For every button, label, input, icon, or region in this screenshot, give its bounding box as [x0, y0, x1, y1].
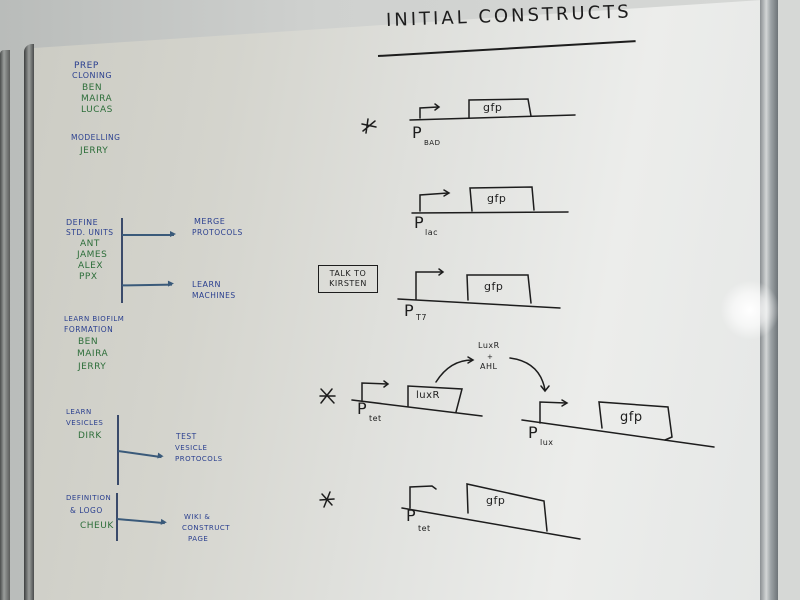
promoter-label: P: [406, 506, 417, 525]
gene-label: luxR: [416, 390, 440, 401]
task-heading: VESICLES: [66, 419, 104, 427]
promoter-label: P: [528, 423, 539, 442]
outcome-label: PROTOCOLS: [175, 455, 223, 463]
promoter-subscript: BAD: [424, 139, 441, 147]
task-heading: LEARN BIOFILM: [64, 315, 125, 323]
task-heading: MODELLING: [71, 133, 121, 142]
task-person: PPX: [79, 272, 98, 282]
promoter-label: P: [412, 123, 423, 142]
task-person: MAIRA: [81, 94, 113, 104]
gene-label: gfp: [486, 494, 506, 507]
star-icon: [319, 388, 336, 404]
adjacent-board-edge: [0, 50, 10, 600]
promoter-subscript: T7: [416, 313, 427, 322]
construct-pbad-gfp: [361, 98, 576, 134]
gene-label: gfp: [487, 192, 507, 205]
construct-pt7-gfp: [397, 268, 561, 309]
task-heading: LEARN: [66, 408, 92, 416]
star-icon: [319, 491, 335, 508]
task-heading: STD. UNITS: [66, 228, 114, 237]
construct-ptet-gfp: [319, 483, 581, 540]
task-person: CHEUK: [80, 521, 114, 531]
outcome-label: PROTOCOLS: [192, 228, 243, 237]
outcome-label: MACHINES: [192, 291, 236, 300]
light-glare: [720, 280, 780, 340]
outcome-label: MERGE: [194, 217, 226, 226]
task-person: ANT: [80, 239, 100, 249]
task-heading: PREP: [74, 61, 99, 71]
task-person: BEN: [78, 337, 99, 347]
outcome-label: PAGE: [188, 535, 209, 543]
construct-ptet-luxr-plux-gfp: [319, 356, 715, 448]
task-person: JAMES: [77, 250, 108, 260]
arrow: [122, 231, 176, 237]
promoter-subscript: lux: [540, 438, 554, 447]
task-heading: DEFINITION: [66, 494, 112, 502]
signal-label: AHL: [480, 362, 498, 371]
task-heading: & LOGO: [70, 506, 103, 515]
signal-label: +: [487, 353, 494, 361]
outcome-label: WIKI &: [184, 513, 211, 521]
construct-plac-gfp: [411, 186, 569, 214]
note-line: TALK TO: [329, 269, 367, 278]
task-heading: CLONING: [72, 71, 113, 80]
gene-label: gfp: [483, 101, 503, 114]
gene-label: gfp: [620, 410, 643, 425]
task-person: JERRY: [80, 146, 109, 156]
whiteboard-surface: [34, 0, 762, 600]
signal-label: LuxR: [478, 341, 500, 350]
promoter-subscript: lac: [425, 228, 439, 237]
outcome-label: TEST: [176, 432, 197, 441]
whiteboard-frame-left: [24, 44, 34, 600]
promoter-subscript: tet: [418, 524, 431, 533]
gene-label: gfp: [484, 280, 504, 293]
star-icon: [361, 118, 377, 134]
promoter-label: P: [404, 301, 415, 320]
task-person: JERRY: [78, 362, 107, 372]
task-heading: DEFINE: [66, 218, 99, 227]
promoter-label: P: [414, 213, 425, 232]
promoter-subscript: tet: [369, 414, 382, 423]
task-heading: FORMATION: [64, 325, 114, 334]
outcome-label: LEARN: [192, 280, 222, 289]
task-person: MAIRA: [77, 349, 109, 359]
note-line: KIRSTEN: [329, 279, 367, 288]
task-person: ALEX: [78, 261, 104, 271]
note-box: TALK TO KIRSTEN: [318, 265, 378, 293]
outcome-label: VESICLE: [175, 444, 208, 452]
task-person: DIRK: [78, 431, 102, 441]
outcome-label: CONSTRUCT: [182, 524, 231, 532]
task-person: LUCAS: [81, 105, 113, 115]
bracket-line: [121, 218, 123, 303]
promoter-label: P: [357, 399, 368, 418]
task-person: BEN: [82, 83, 103, 93]
